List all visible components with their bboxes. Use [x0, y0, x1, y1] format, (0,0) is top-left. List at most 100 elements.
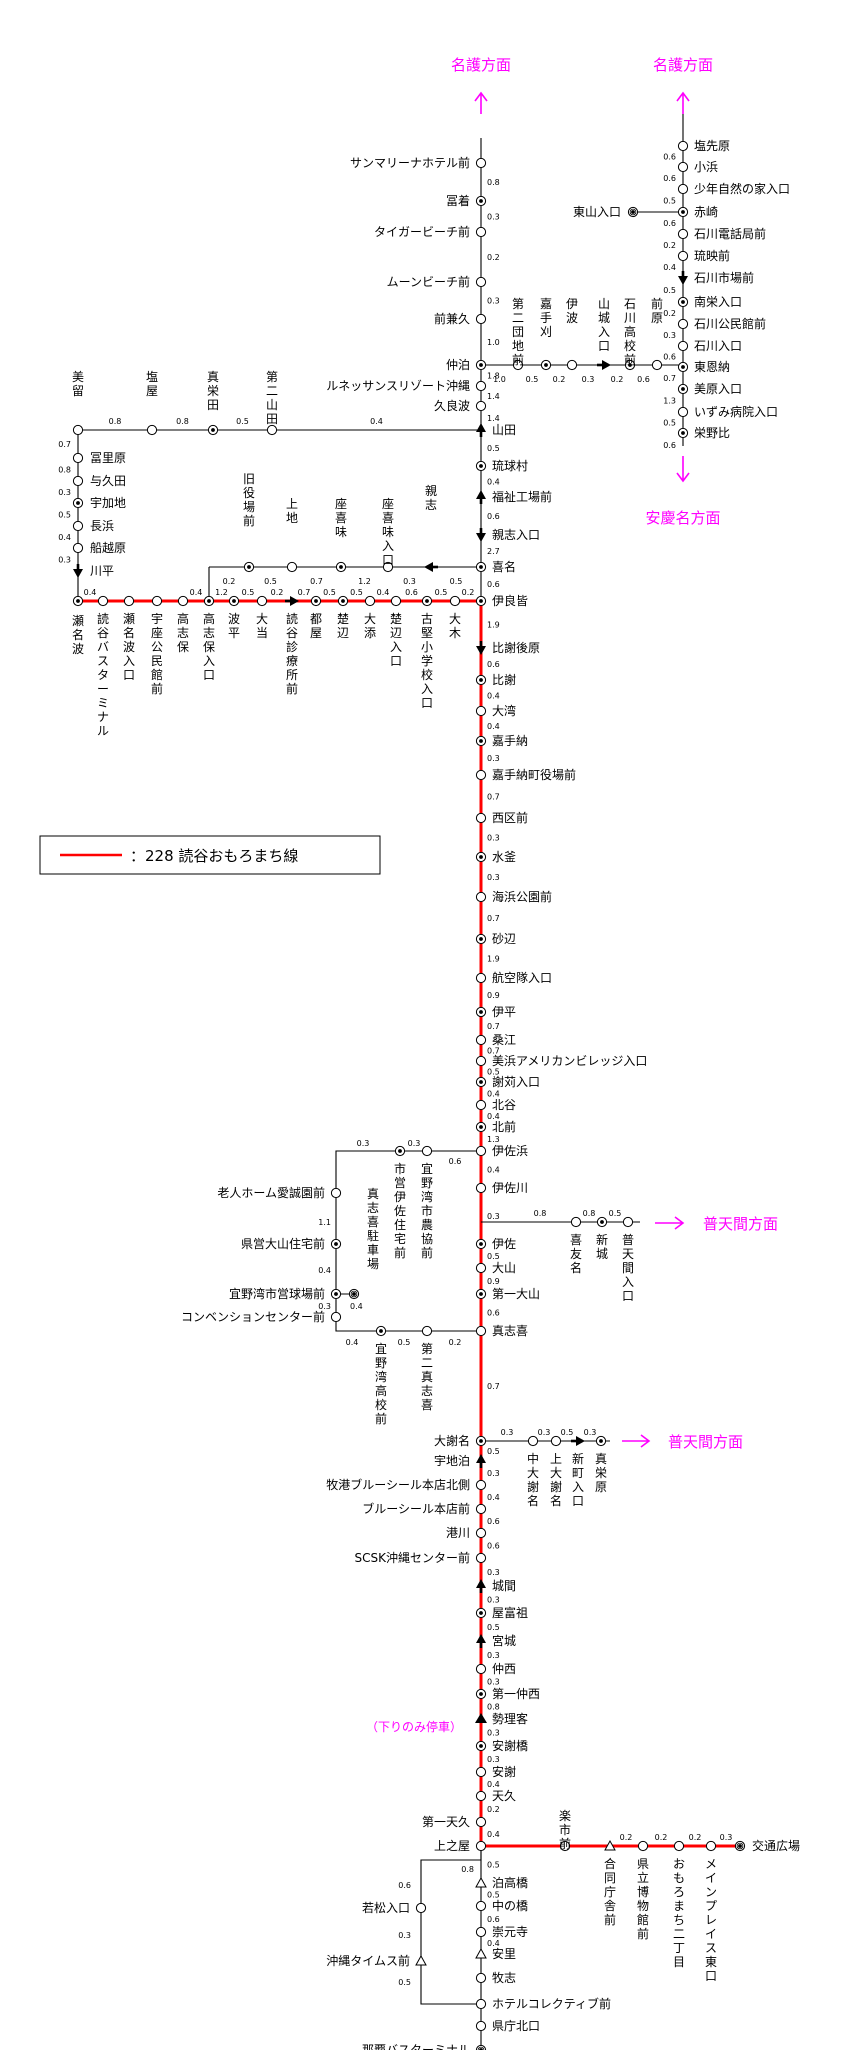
distance-label: 0.5: [350, 588, 363, 597]
stop-dot: [232, 599, 236, 603]
stop-dot: [479, 739, 483, 743]
stop-label: 第一大山: [492, 1287, 540, 1301]
distance-label: 0.6: [398, 1881, 411, 1890]
arrow-marker-icon: [424, 562, 433, 572]
distance-label: 0.6: [487, 512, 500, 521]
stop-dot: [681, 210, 685, 214]
stop-label-char: 中: [527, 1451, 539, 1466]
stop-marker: [475, 313, 487, 325]
stop-label-char: 志: [425, 498, 437, 512]
stop-dot: [479, 937, 483, 941]
stop-marker: [475, 1766, 487, 1778]
stop-marker: [72, 424, 84, 436]
distance-label: 0.3: [487, 1729, 500, 1738]
stop-marker: [475, 276, 487, 288]
stop-label: SCSK沖縄センター前: [355, 1550, 470, 1565]
stop-label-char: ー: [97, 682, 109, 696]
distance-label: 0.3: [487, 1568, 500, 1577]
distance-label: 0.6: [487, 1542, 500, 1551]
stop-label: 航空隊入口: [492, 970, 552, 985]
distance-label: 0.2: [663, 309, 676, 318]
distance-label: 1.9: [487, 955, 500, 964]
distance-label: 0.5: [487, 1891, 500, 1900]
stop-label: 安里: [492, 1946, 516, 1961]
distance-label: 0.2: [611, 375, 624, 384]
stop-label: 泊高橋: [492, 1875, 528, 1890]
distance-label: 0.6: [487, 1915, 500, 1924]
stop-dot: [681, 431, 685, 435]
distance-label: 0.8: [583, 1209, 596, 1218]
distance-label: 0.3: [720, 1833, 733, 1842]
stop-marker: [256, 595, 268, 607]
stop-label: ムーンビーチ前: [387, 274, 470, 289]
stop-label: 伊平: [492, 1005, 516, 1019]
stop-label-char: ミ: [97, 696, 109, 710]
stop-dot: [334, 1242, 338, 1246]
stop-label: 宇加地: [90, 496, 126, 510]
stop-label-char: 瀬: [123, 612, 135, 626]
distance-label: 0.3: [403, 577, 416, 586]
stop-label-char: 口: [705, 1969, 717, 1983]
arrow-marker-icon: [479, 1587, 483, 1593]
distance-label: 0.5: [487, 1447, 500, 1456]
arrow-right-icon: [622, 1434, 651, 1448]
stop-dot: [681, 387, 685, 391]
stop-label-char: 二: [421, 1356, 433, 1370]
stop-label: 嘉手納: [492, 734, 528, 748]
distance-label: 0.7: [487, 914, 500, 923]
stop-label-char: 味: [335, 525, 347, 539]
stop-label-char: 校: [624, 338, 636, 353]
arrow-marker-icon: [681, 271, 685, 277]
stop-label-char: 前: [421, 1245, 433, 1260]
stop-label: 宜野湾市営球場前: [229, 1286, 325, 1301]
distance-label: 0.4: [487, 1493, 500, 1502]
stop-label: 東山入口: [573, 205, 621, 219]
stop-label: 水釜: [492, 849, 516, 864]
stop-label-char: 前: [559, 1836, 571, 1851]
stop-label-char: 地: [512, 339, 524, 353]
distance-label: 2.7: [487, 547, 500, 556]
stop-label-char: 口: [390, 654, 402, 668]
stop-label-char: 博: [637, 1884, 649, 1899]
stop-label: 琉映前: [694, 248, 730, 263]
stop-label: 牧港ブルーシール本店北側: [326, 1477, 470, 1492]
stop-label: 牧志: [492, 1971, 516, 1985]
distance-label: 0.7: [487, 793, 500, 802]
stop-label-char: 友: [570, 1247, 582, 1261]
stop-marker: [475, 1663, 487, 1675]
direction-label: 普天間方面: [668, 1433, 743, 1451]
stop-label-char: 住: [394, 1218, 406, 1232]
stop-label-char: 上: [286, 497, 298, 511]
stop-label: 第一仲西: [492, 1687, 540, 1701]
distance-label: 0.8: [461, 1865, 474, 1874]
stop-dot: [379, 1329, 383, 1333]
stop-label-char: 喜: [421, 1398, 433, 1412]
stop-label: 小浜: [694, 160, 718, 174]
stop-label-char: 駐: [367, 1228, 379, 1243]
distance-label: 0.6: [487, 1517, 500, 1526]
stop-marker: [677, 406, 689, 418]
stop-marker: [475, 1055, 487, 1067]
stop-label-char: 前: [651, 296, 663, 311]
stop-label-char: 佐: [394, 1204, 406, 1218]
stop-dot: [479, 599, 483, 603]
stop-label-char: 農: [421, 1218, 433, 1232]
stop-dot: [341, 599, 345, 603]
distance-label: 0.6: [663, 441, 676, 450]
stop-marker: [382, 561, 394, 573]
distance-label: 0.4: [487, 692, 500, 701]
stop-label-char: 大: [256, 612, 268, 626]
stop-label: 宮城: [492, 1633, 516, 1648]
stop-label: 崇元寺: [492, 1925, 528, 1939]
stop-marker: [475, 891, 487, 903]
stop-dot: [425, 599, 429, 603]
stop-marker: [475, 1503, 487, 1515]
stop-marker: [72, 475, 84, 487]
stop-label-char: 新: [572, 1451, 584, 1466]
distance-label: 1.2: [215, 588, 228, 597]
boarding-only-marker: [475, 1947, 487, 1959]
stop-label-char: メ: [705, 1857, 717, 1871]
stop-dot: [681, 365, 685, 369]
stop-label: タイガービーチ前: [374, 224, 470, 239]
stop-dot: [479, 565, 483, 569]
